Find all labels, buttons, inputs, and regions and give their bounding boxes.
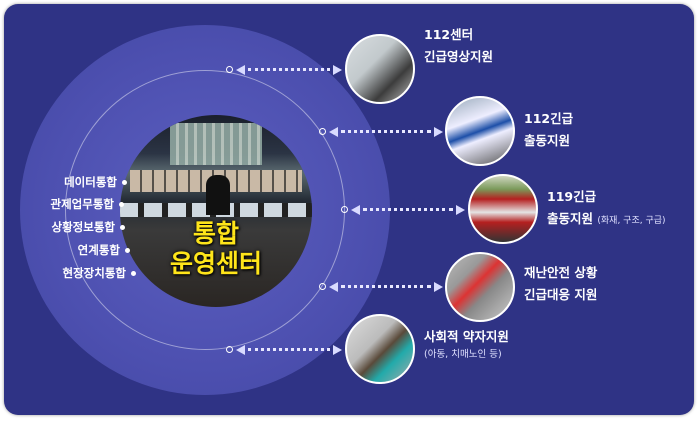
service-line1: 재난안전 상황 [524, 265, 598, 280]
integration-text: 현장장치통합 [62, 266, 126, 280]
photo-police-car [445, 96, 515, 166]
video-wall [170, 123, 262, 165]
ring-node-icon [316, 280, 331, 295]
double-arrow-icon [236, 345, 342, 355]
service-line2: 긴급대응 지원 [524, 287, 598, 302]
center-title-line1: 통합 [192, 219, 239, 248]
double-arrow-icon [236, 65, 342, 75]
photo-disaster-rescue [445, 252, 515, 322]
integration-text: 데이터통합 [64, 175, 117, 189]
integration-text: 관제업무통합 [50, 197, 114, 211]
operation-center-photo: 통합 운영센터 [120, 115, 312, 307]
photo-112-center [345, 34, 415, 104]
ring-node-icon [338, 203, 353, 218]
integration-text: 연계통합 [77, 243, 120, 257]
ring-node-icon [223, 63, 238, 78]
integration-label: 상황정보통합 [52, 219, 125, 235]
diagram-card: 통합 운영센터 데이터통합 관제업무통합 상황정보통합 연계통합 현장장치통합 … [4, 4, 694, 415]
service-line1: 112센터 [424, 27, 474, 42]
integration-text: 상황정보통합 [51, 220, 115, 234]
center-title-line2: 운영센터 [169, 249, 262, 278]
bullet-icon [119, 202, 124, 207]
center-title: 통합 운영센터 [120, 219, 312, 279]
double-arrow-icon [329, 127, 443, 137]
service-line1: 119긴급 [547, 189, 597, 204]
integration-label: 현장장치통합 [63, 265, 136, 281]
service-line2: 긴급영상지원 [424, 49, 494, 64]
operator-silhouette [206, 175, 230, 215]
bullet-icon [122, 180, 127, 185]
bullet-icon [131, 271, 136, 276]
service-line2: 출동지원 [547, 211, 594, 226]
service-line1: 112긴급 [524, 111, 574, 126]
ring-node-icon [223, 343, 238, 358]
integration-label: 관제업무통합 [51, 196, 124, 212]
service-label: 사회적 약자지원 (아동, 치매노인 등) [424, 326, 509, 362]
ring-node-icon [316, 125, 331, 140]
integration-label: 연계통합 [78, 242, 130, 258]
bullet-icon [120, 225, 125, 230]
service-line2: 출동지원 [524, 133, 571, 148]
service-line1: 사회적 약자지원 [424, 329, 509, 344]
photo-fire-truck [468, 174, 538, 244]
service-note: (화재, 구조, 구급) [597, 216, 666, 226]
double-arrow-icon [329, 282, 443, 292]
double-arrow-icon [351, 205, 465, 215]
integration-label: 데이터통합 [64, 174, 127, 190]
service-note: (아동, 치매노인 등) [424, 349, 502, 360]
bullet-icon [125, 248, 130, 253]
photo-social-support [345, 314, 415, 384]
